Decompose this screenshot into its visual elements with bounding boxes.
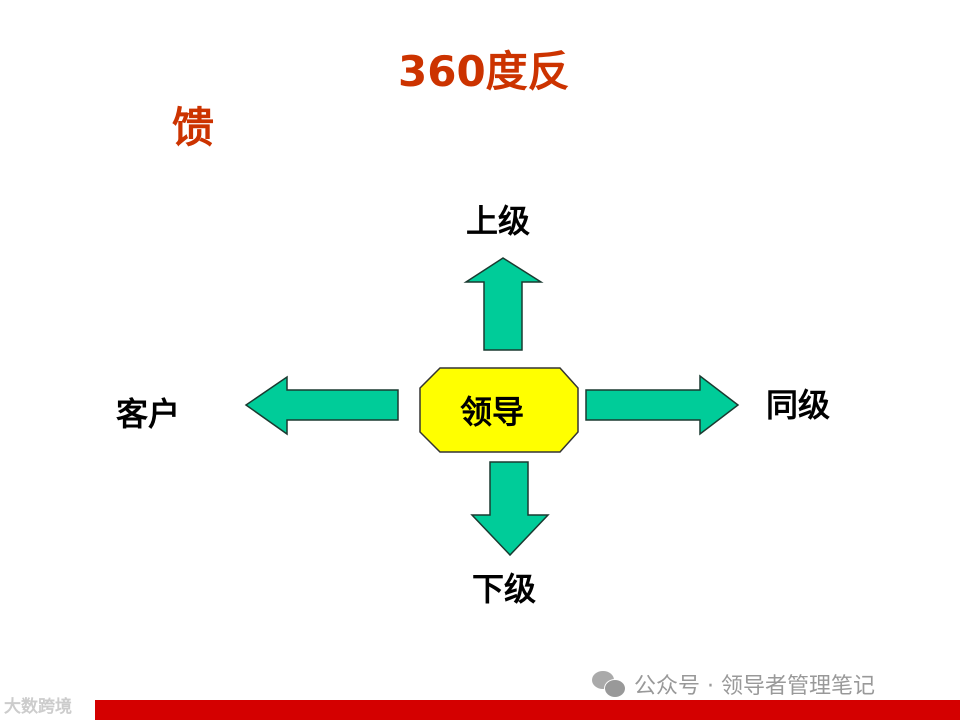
center-octagon [419,367,579,453]
slide-title-continued: 馈 [172,103,215,152]
slide-title: 360度反 [398,47,570,96]
arrow-right [585,374,740,436]
watermark-right: 公众号 · 领导者管理笔记 [592,668,875,700]
label-down: 下级 [472,570,537,608]
arrow-left [244,375,399,436]
watermark-text: 公众号 · 领导者管理笔记 [634,674,875,699]
label-up: 上级 [466,202,531,240]
arrow-up [463,257,544,351]
center-label: 领导 [460,393,525,431]
label-right: 同级 [766,386,831,424]
wechat-icon [592,671,626,698]
label-left: 客户 [116,395,181,433]
watermark-left: 大数跨境 [4,697,72,717]
arrow-down [470,461,550,557]
footer-bar [95,700,960,720]
